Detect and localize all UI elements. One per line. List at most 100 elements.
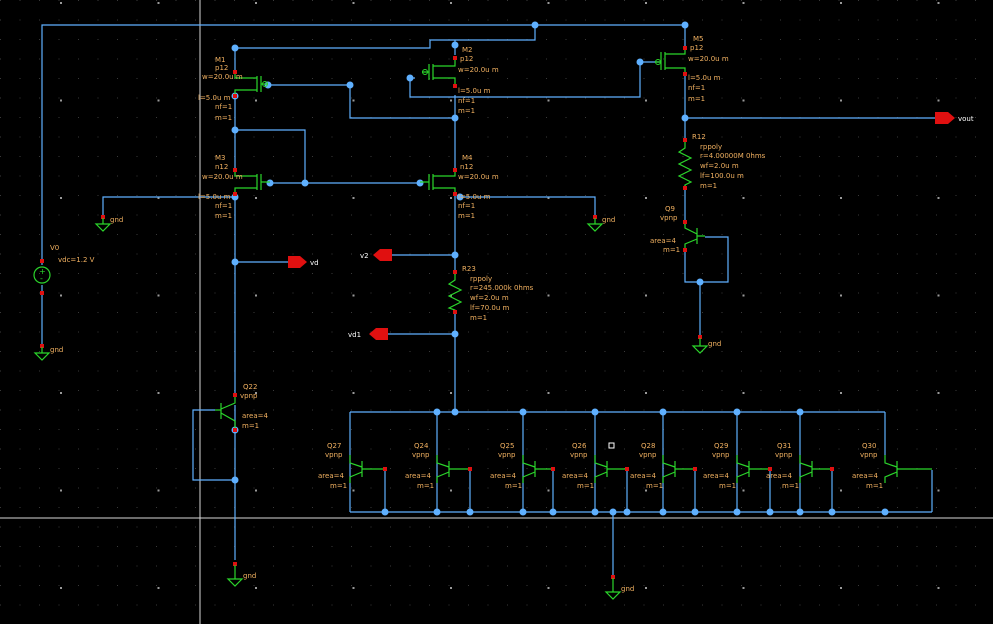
voltage-source-V0[interactable]: + - bbox=[33, 259, 51, 295]
svg-text:area=4: area=4 bbox=[490, 472, 516, 480]
label-Q29: Q29 vpnp area=4 m=1 bbox=[703, 442, 736, 490]
svg-text:M4: M4 bbox=[462, 154, 473, 162]
svg-text:vpnp: vpnp bbox=[498, 451, 516, 459]
svg-text:wf=2.0u m: wf=2.0u m bbox=[470, 294, 509, 302]
nmos-M4[interactable] bbox=[420, 168, 457, 196]
svg-text:V0: V0 bbox=[50, 244, 59, 252]
svg-text:area=4: area=4 bbox=[562, 472, 588, 480]
svg-text:gnd: gnd bbox=[50, 346, 63, 354]
bjt-Q27[interactable] bbox=[349, 455, 387, 483]
svg-text:p12: p12 bbox=[690, 44, 703, 52]
svg-text:area=4: area=4 bbox=[766, 472, 792, 480]
svg-text:l=5.0u m: l=5.0u m bbox=[198, 94, 231, 102]
svg-text:gnd: gnd bbox=[602, 216, 615, 224]
svg-text:wf=2.0u m: wf=2.0u m bbox=[700, 162, 739, 170]
svg-text:vpnp: vpnp bbox=[325, 451, 343, 459]
svg-text:m=1: m=1 bbox=[458, 107, 475, 115]
svg-text:Q31: Q31 bbox=[777, 442, 791, 450]
svg-text:M1: M1 bbox=[215, 56, 226, 64]
port-vd[interactable]: vd bbox=[288, 256, 319, 268]
svg-text:vpnp: vpnp bbox=[412, 451, 430, 459]
label-Q30: Q30 vpnp area=4 m=1 bbox=[852, 442, 883, 490]
port-v2-label: v2 bbox=[360, 252, 369, 260]
svg-text:n12: n12 bbox=[215, 163, 228, 171]
bjt-Q9[interactable] bbox=[683, 220, 705, 252]
bjt-Q28[interactable] bbox=[662, 455, 697, 483]
svg-text:w=20.0u m: w=20.0u m bbox=[202, 173, 243, 181]
svg-text:nf=1: nf=1 bbox=[458, 97, 475, 105]
label-M4: M4 n12 w=20.0u m l=5.0u m nf=1 m=1 bbox=[458, 154, 499, 220]
svg-text:nf=1: nf=1 bbox=[215, 103, 232, 111]
svg-text:Q25: Q25 bbox=[500, 442, 514, 450]
port-vd-label: vd bbox=[310, 259, 319, 267]
svg-text:nf=1: nf=1 bbox=[688, 84, 705, 92]
svg-text:+: + bbox=[39, 267, 46, 276]
label-Q24: Q24 vpnp area=4 m=1 bbox=[405, 442, 434, 490]
svg-text:vpnp: vpnp bbox=[712, 451, 730, 459]
svg-text:area=4: area=4 bbox=[318, 472, 344, 480]
svg-text:l=5.0u m: l=5.0u m bbox=[198, 193, 231, 201]
nmos-M3[interactable] bbox=[233, 168, 270, 196]
svg-text:m=1: m=1 bbox=[330, 482, 347, 490]
svg-text:rppoly: rppoly bbox=[470, 275, 492, 283]
svg-text:m=1: m=1 bbox=[215, 212, 232, 220]
resistor-R12[interactable] bbox=[677, 138, 693, 190]
svg-text:vpnp: vpnp bbox=[240, 392, 258, 400]
gnd-icon bbox=[586, 215, 604, 232]
pmos-M1[interactable] bbox=[233, 70, 268, 98]
bjt-Q25[interactable] bbox=[522, 455, 555, 483]
gnd-icon bbox=[33, 344, 51, 361]
svg-text:R23: R23 bbox=[462, 265, 476, 273]
label-Q9: Q9 vpnp area=4 m=1 bbox=[650, 205, 680, 254]
port-v2[interactable]: v2 bbox=[360, 249, 392, 261]
svg-text:area=4: area=4 bbox=[242, 412, 268, 420]
pmos-M2[interactable] bbox=[422, 56, 457, 88]
svg-text:gnd: gnd bbox=[708, 340, 721, 348]
svg-text:Q28: Q28 bbox=[641, 442, 655, 450]
bjt-array bbox=[349, 455, 932, 483]
bjt-Q22[interactable] bbox=[215, 393, 237, 432]
svg-text:area=4: area=4 bbox=[852, 472, 878, 480]
svg-text:rppoly: rppoly bbox=[700, 143, 722, 151]
svg-text:area=4: area=4 bbox=[630, 472, 656, 480]
pmos-M5[interactable] bbox=[655, 46, 687, 76]
svg-text:nf=1: nf=1 bbox=[458, 202, 475, 210]
bjt-Q26[interactable] bbox=[594, 455, 629, 483]
bjt-Q30[interactable] bbox=[884, 455, 932, 483]
port-vd1[interactable]: vd1 bbox=[348, 328, 388, 340]
port-vout[interactable]: vout bbox=[935, 112, 974, 124]
bjt-Q29[interactable] bbox=[736, 455, 772, 483]
svg-text:M3: M3 bbox=[215, 154, 226, 162]
svg-text:w=20.0u m: w=20.0u m bbox=[202, 73, 243, 81]
svg-text:m=1: m=1 bbox=[646, 482, 663, 490]
svg-text:lf=70.0u m: lf=70.0u m bbox=[470, 304, 510, 312]
bjt-Q24[interactable] bbox=[436, 455, 472, 483]
svg-text:w=20.0u m: w=20.0u m bbox=[688, 55, 729, 63]
svg-text:m=1: m=1 bbox=[417, 482, 434, 490]
svg-text:w=20.0u m: w=20.0u m bbox=[458, 173, 499, 181]
svg-text:l=5.0u m: l=5.0u m bbox=[458, 193, 491, 201]
gnd-icon bbox=[226, 562, 244, 587]
svg-text:gnd: gnd bbox=[243, 572, 256, 580]
resistor-R23[interactable] bbox=[447, 270, 463, 314]
svg-text:m=1: m=1 bbox=[505, 482, 522, 490]
svg-text:nf=1: nf=1 bbox=[215, 202, 232, 210]
label-M5: M5 p12 w=20.0u m l=5.0u m nf=1 m=1 bbox=[688, 35, 729, 103]
svg-text:gnd: gnd bbox=[621, 585, 634, 593]
label-R12: R12 rppoly r=4.00000M 0hms wf=2.0u m lf=… bbox=[692, 133, 766, 190]
svg-text:-: - bbox=[40, 274, 43, 283]
svg-text:Q26: Q26 bbox=[572, 442, 587, 450]
svg-text:R12: R12 bbox=[692, 133, 706, 141]
port-vout-label: vout bbox=[958, 115, 974, 123]
svg-text:vpnp: vpnp bbox=[570, 451, 588, 459]
svg-text:Q30: Q30 bbox=[862, 442, 876, 450]
gnd-icon bbox=[94, 215, 112, 232]
svg-text:vpnp: vpnp bbox=[860, 451, 878, 459]
bjt-Q31[interactable] bbox=[799, 455, 834, 483]
label-M2: M2 p12 w=20.0u m l=5.0u m nf=1 m=1 bbox=[458, 46, 499, 115]
svg-text:p12: p12 bbox=[460, 55, 473, 63]
svg-text:m=1: m=1 bbox=[458, 212, 475, 220]
svg-text:p12: p12 bbox=[215, 64, 228, 72]
svg-text:m=1: m=1 bbox=[782, 482, 799, 490]
